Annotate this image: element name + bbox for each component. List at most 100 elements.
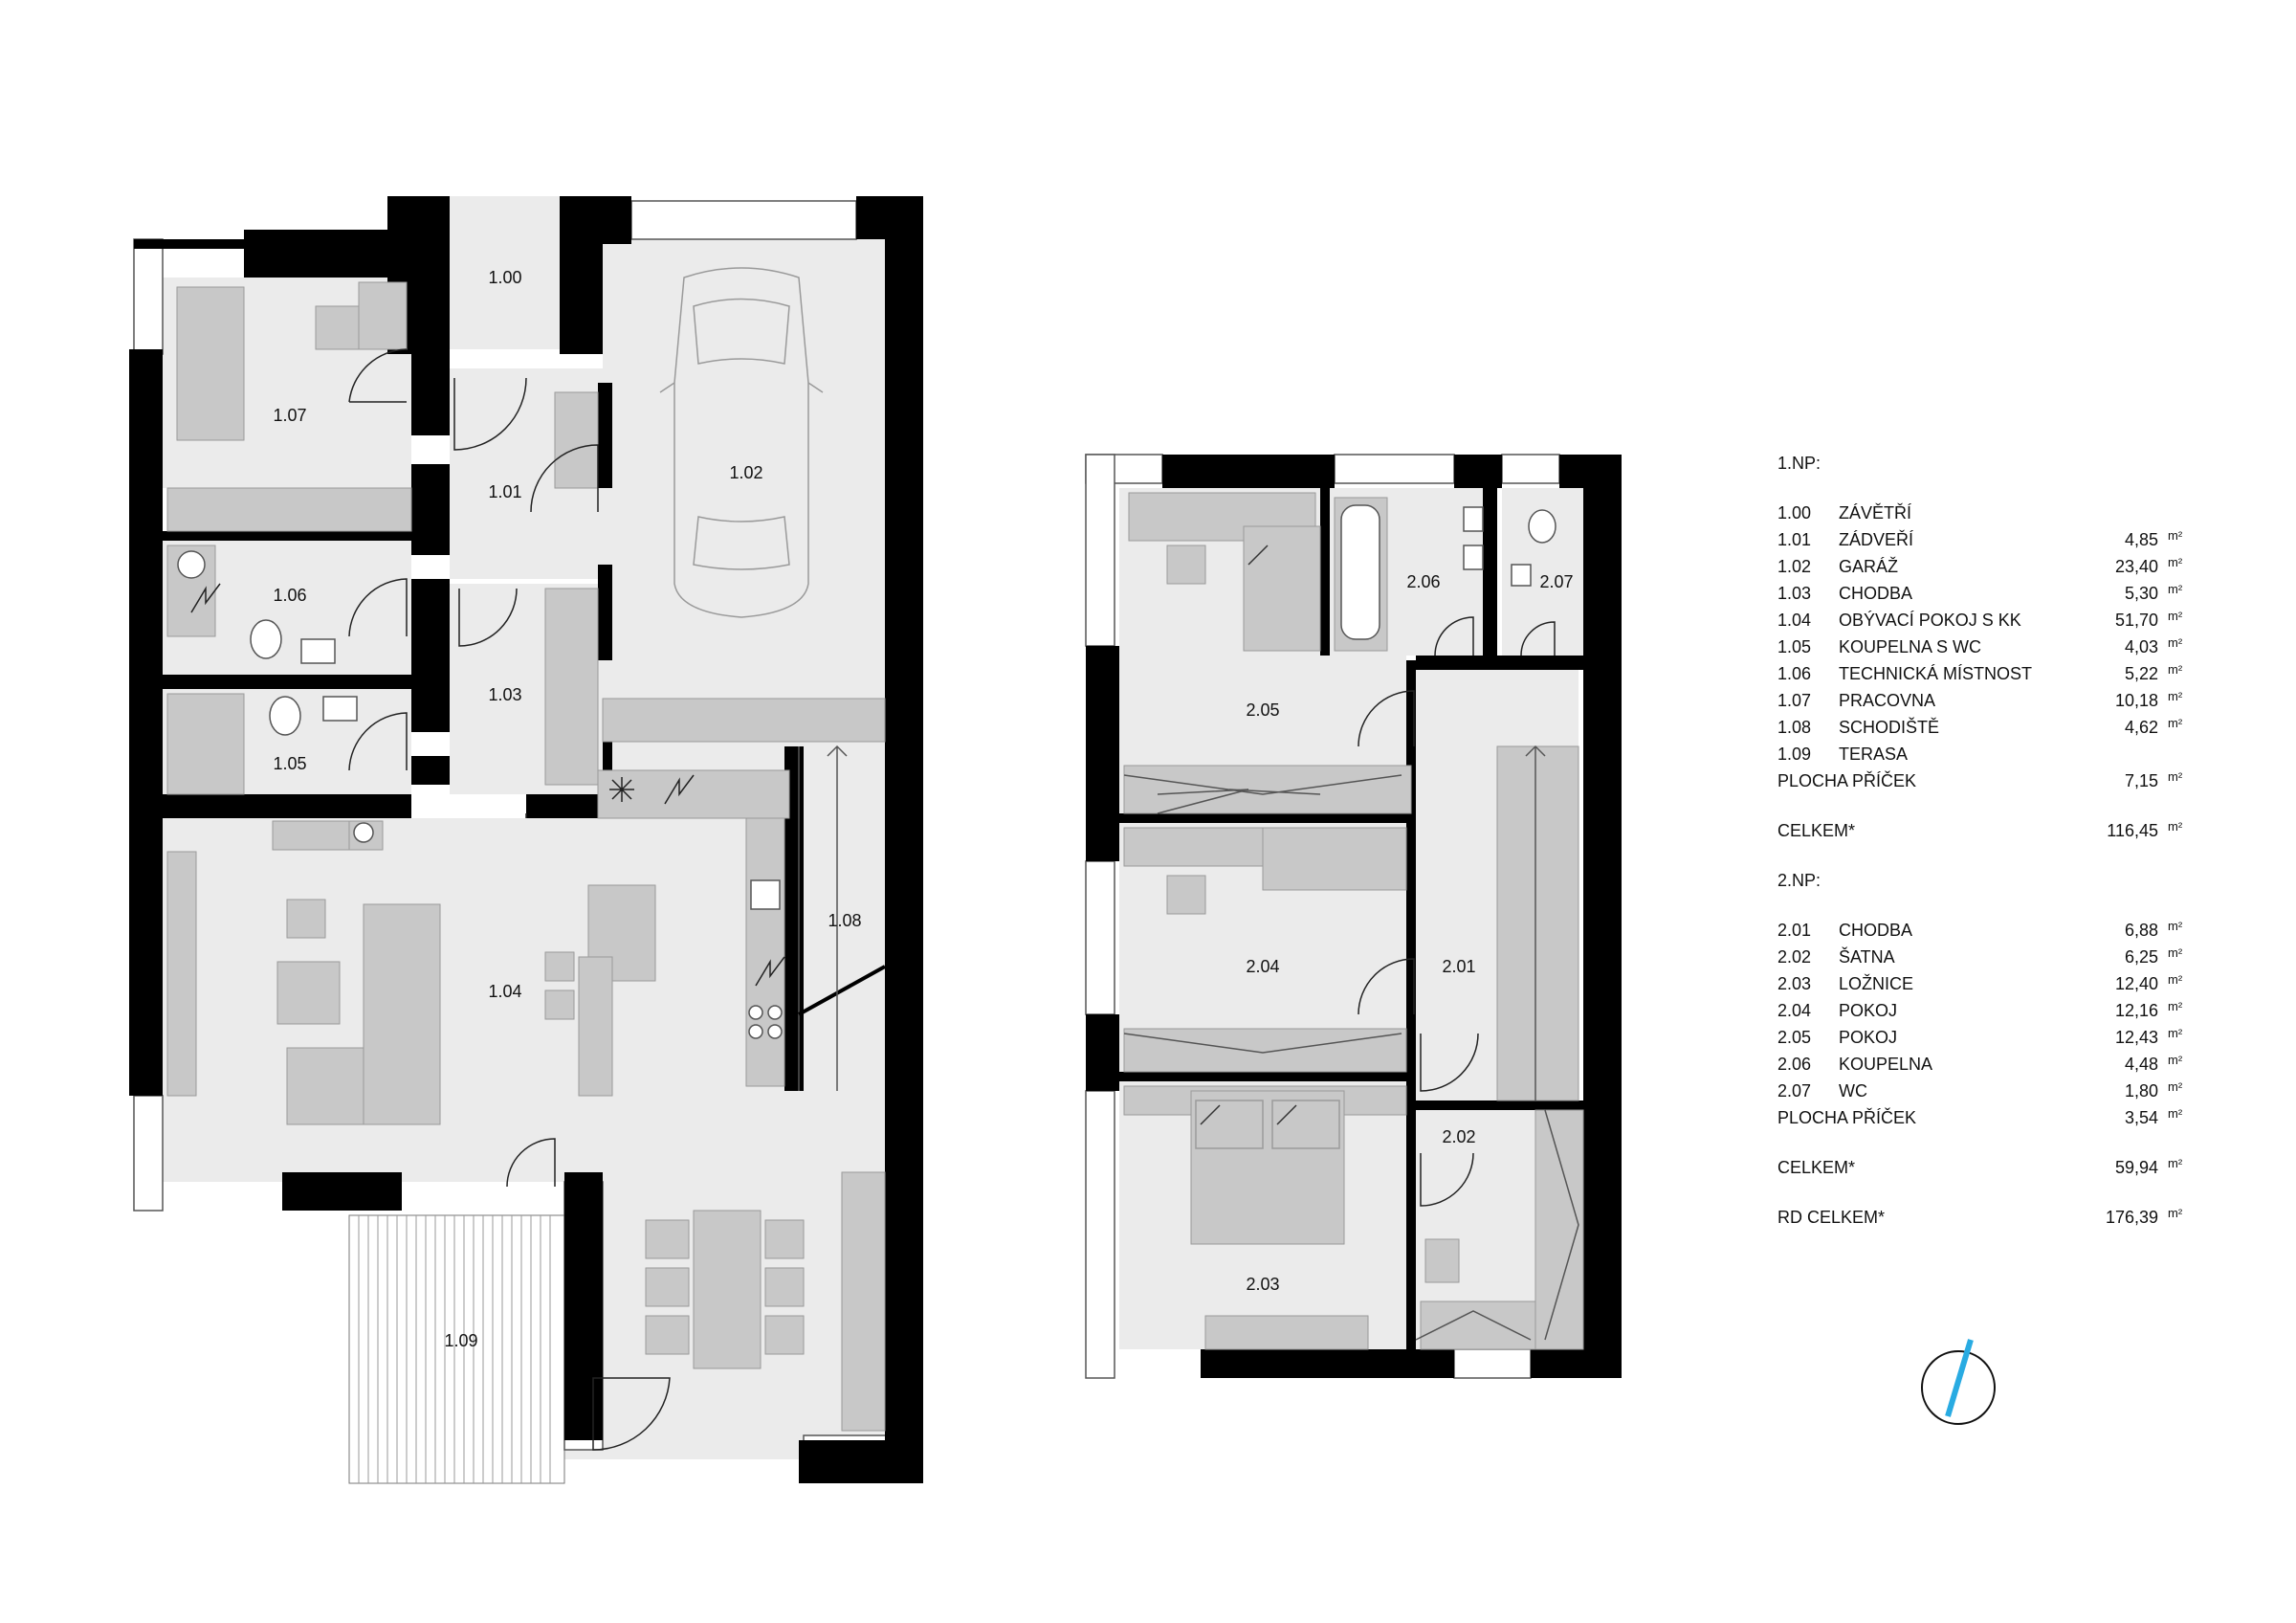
floor-2-room-labels: 2.01 2.02 2.03 2.04 2.05 2.06 2.07 <box>1246 572 1573 1294</box>
closet-entry <box>554 391 599 489</box>
room-label-1-06: 1.06 <box>273 586 306 605</box>
toilet-icon-2-07 <box>1528 509 1556 544</box>
room-label-2-06: 2.06 <box>1406 572 1440 591</box>
closet-hall <box>544 588 599 786</box>
room-label-1-03: 1.03 <box>488 685 521 704</box>
dining-chair-1 <box>645 1219 690 1259</box>
bed-icon <box>1190 1090 1345 1245</box>
kitchen-sink-icon <box>750 879 781 910</box>
sink-icon-2-07 <box>1511 564 1532 587</box>
room-label-2-01: 2.01 <box>1442 957 1475 976</box>
north-arrow-icon <box>1921 1339 1996 1425</box>
bed-2-05 <box>1243 525 1321 652</box>
floor-1-doors <box>348 348 671 1451</box>
car-icon <box>659 267 824 618</box>
chair-2-05 <box>1166 545 1206 585</box>
room-label-2-04: 2.04 <box>1246 957 1279 976</box>
floor-2-furniture <box>1123 492 1584 1350</box>
floor-1-room-labels: 1.00 1.01 1.02 1.03 1.04 1.05 1.06 1.07 … <box>273 268 861 1350</box>
stove-burner-icon <box>748 1005 763 1020</box>
chair-2-02 <box>1424 1238 1460 1283</box>
dining-chair-2 <box>645 1267 690 1307</box>
dining-chair-6 <box>764 1315 805 1355</box>
stool-1 <box>544 951 575 982</box>
stair-1-08 <box>798 745 886 1091</box>
room-label-1-07: 1.07 <box>273 406 306 425</box>
fan-icon <box>609 777 634 802</box>
room-label-1-02: 1.02 <box>729 463 762 482</box>
dining-chair-5 <box>764 1267 805 1307</box>
dresser-2-03 <box>1204 1315 1369 1350</box>
room-label-1-05: 1.05 <box>273 754 306 773</box>
sofa-study <box>176 286 245 441</box>
room-label-1-00: 1.00 <box>488 268 521 287</box>
stair-2 <box>1496 745 1579 1101</box>
chair-study <box>315 305 360 350</box>
chair-2-04 <box>1166 875 1206 915</box>
sink-icon-2-06 <box>1463 506 1484 532</box>
sofa-right <box>363 903 441 1125</box>
stool-2 <box>544 989 575 1020</box>
wardrobe-study <box>166 487 412 532</box>
room-label-2-05: 2.05 <box>1246 700 1279 720</box>
floor-2-doors <box>1123 616 1579 1341</box>
dining-chair-4 <box>764 1219 805 1259</box>
floor-1-furniture <box>166 281 886 1432</box>
sink-icon <box>300 638 336 664</box>
bed-2-04 <box>1262 827 1407 891</box>
room-label-1-01: 1.01 <box>488 482 521 501</box>
shelf-2-02 <box>1420 1301 1536 1350</box>
island-bottom <box>578 956 613 1097</box>
room-label-2-07: 2.07 <box>1539 572 1573 591</box>
living-side <box>166 851 197 1097</box>
armchair <box>276 961 341 1025</box>
room-label-1-09: 1.09 <box>444 1331 477 1350</box>
floor-2-plan: 2.01 2.02 2.03 2.04 2.05 2.06 2.07 <box>1085 454 1622 1379</box>
room-label-1-04: 1.04 <box>488 982 521 1001</box>
wardrobe-2-04 <box>1123 1028 1407 1073</box>
room-label-2-03: 2.03 <box>1246 1275 1279 1294</box>
floor-2-walls <box>1086 455 1622 1378</box>
sink-icon-2-06b <box>1463 545 1484 570</box>
garage-shelf <box>602 698 886 743</box>
cabinet-study <box>358 281 408 350</box>
floor-1-walls <box>129 196 923 1483</box>
dining-chair-3 <box>645 1315 690 1355</box>
terrace-deck <box>348 1214 565 1484</box>
side-table <box>286 899 326 939</box>
legend-heading-1np: 1.NP: <box>1777 454 1821 473</box>
sink-living-icon <box>353 822 374 843</box>
wardrobe-2-02 <box>1534 1109 1584 1350</box>
kitchen-symbols <box>190 583 785 987</box>
cabinet-dining <box>841 1171 886 1432</box>
wardrobe-2-05 <box>1123 765 1412 814</box>
sink-icon-2 <box>322 696 358 722</box>
room-label-2-02: 2.02 <box>1442 1127 1475 1146</box>
bathtub-inner <box>1340 504 1380 640</box>
shower <box>166 693 245 795</box>
toilet-icon-2 <box>269 696 301 736</box>
